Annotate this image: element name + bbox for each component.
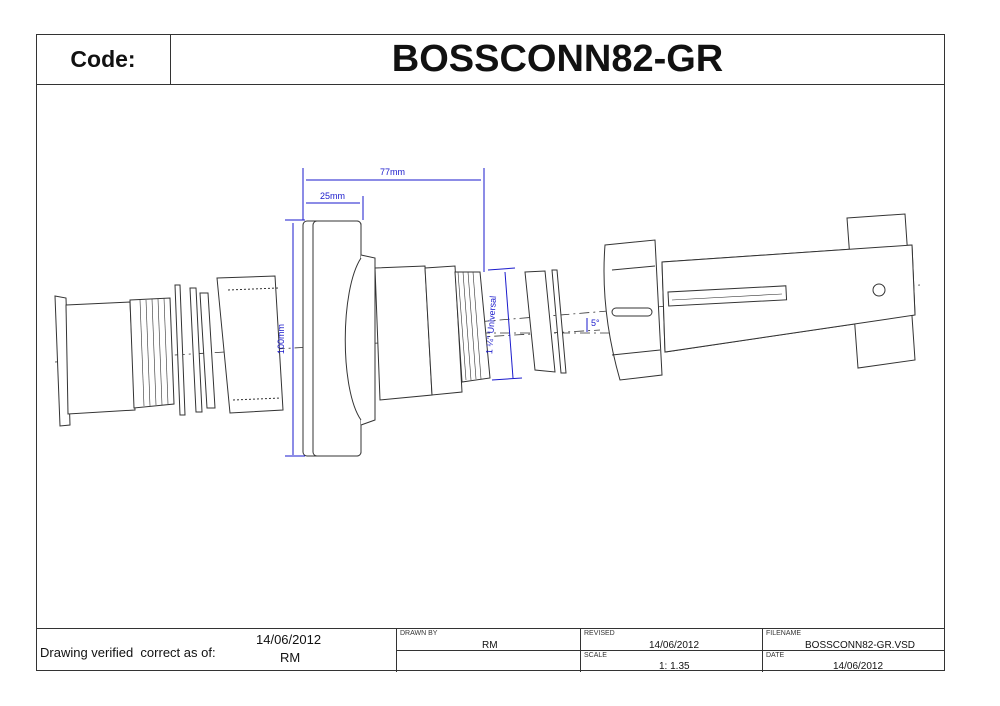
date-value: 14/06/2012 [833,661,884,672]
verified-by: RM [280,650,301,665]
drawn-by-label: DRAWN BY [400,630,438,637]
blank-cell [396,651,580,672]
cone-washer [524,269,567,374]
verified-date: 14/06/2012 [256,632,322,647]
tail-piece [54,295,175,427]
dimension-lines [285,168,588,457]
outlet-pipe [661,213,916,369]
centerline [54,329,601,363]
flange-body [302,220,491,457]
filename-value: BOSSCONN82-GR.VSD [805,640,916,651]
back-nut [216,275,284,414]
union-nut [603,239,663,381]
dim-77mm: 77mm [380,167,406,177]
filename-cell: FILENAME BOSSCONN82-GR.VSD [762,629,945,651]
verified-label: Drawing verified correct as of: [40,645,216,660]
scale-label: SCALE [584,652,607,659]
date-cell: DATE 14/06/2012 [762,651,945,672]
dim-100mm: 100mm [276,323,287,355]
header: Code: BOSSCONN82-GR [36,34,945,85]
drawn-by-cell: DRAWN BY RM [396,629,580,651]
code-label: Code: [36,34,171,84]
dim-25mm: 25mm [320,191,346,201]
date-label: DATE [766,652,785,659]
scale-value: 1: 1.35 [659,661,690,672]
product-code: BOSSCONN82-GR [391,37,724,80]
drawn-by-value: RM [482,640,498,651]
drawing-frame [36,34,945,671]
title-block: Drawing verified correct as of: 14/06/20… [36,628,945,672]
revised-label: REVISED [584,630,615,637]
washers [174,284,216,416]
revised-value: 14/06/2012 [649,640,700,651]
scale-cell: SCALE 1: 1.35 [580,651,762,672]
revised-cell: REVISED 14/06/2012 [580,629,762,651]
filename-label: FILENAME [766,630,802,637]
dim-angle: 5° [591,318,600,328]
